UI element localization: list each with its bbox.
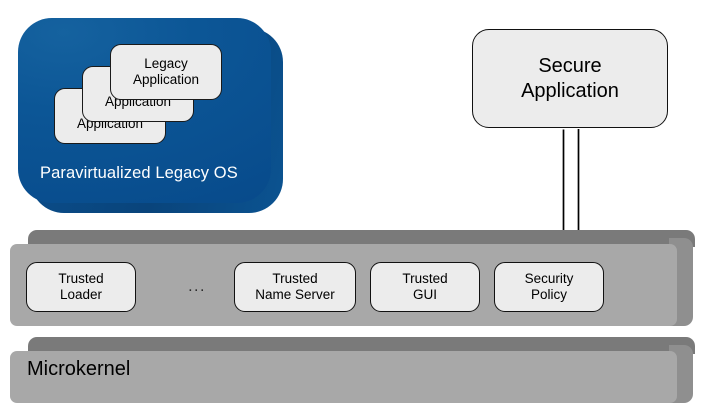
legacy-application-line2: Application [132, 72, 200, 87]
service-box-line1: Trusted [272, 270, 318, 286]
microkernel-label: Microkernel [27, 358, 131, 380]
service-box-line1: Trusted [58, 270, 104, 286]
trusted-loader-box[interactable]: Trusted Loader [26, 262, 136, 312]
legacy-os-container: Legacy Application Legacy Application Le… [18, 18, 283, 213]
secure-application-line2: Application [521, 79, 619, 102]
service-box-line2: Name Server [255, 287, 335, 302]
service-box-line2: Policy [530, 287, 567, 302]
service-box-line2: Loader [59, 287, 103, 302]
legacy-application-box-1[interactable]: Legacy Application [110, 44, 222, 100]
service-box-line2: GUI [412, 287, 437, 302]
services-slab-top-face [28, 230, 695, 247]
service-box-line1: Trusted [402, 270, 448, 286]
secure-application-line1: Secure [538, 55, 602, 78]
trusted-name-server-box[interactable]: Trusted Name Server [234, 262, 356, 312]
secure-application-box[interactable]: Secure Application [472, 29, 668, 128]
legacy-application-line1: Legacy [144, 56, 188, 72]
legacy-os-label: Paravirtualized Legacy OS [40, 164, 238, 182]
security-policy-box[interactable]: Security Policy [494, 262, 604, 312]
microkernel-slab-top-face [28, 337, 695, 354]
trusted-gui-box[interactable]: Trusted GUI [370, 262, 480, 312]
service-box-line1: Security [524, 270, 574, 286]
microkernel-layer [10, 337, 695, 403]
microkernel-slab-front-face [10, 351, 677, 403]
services-ellipsis: ... [188, 278, 206, 295]
